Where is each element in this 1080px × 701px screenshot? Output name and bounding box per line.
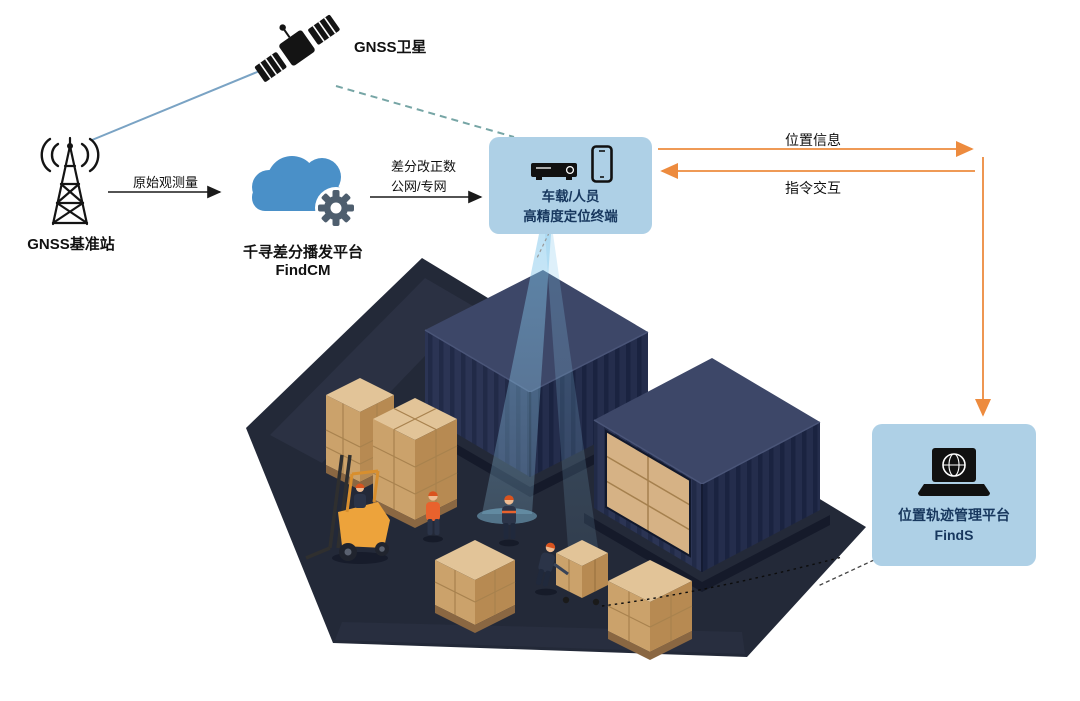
link-satellite-to-terminal (335, 85, 515, 138)
shipping-container-2 (584, 358, 830, 592)
cloud-platform-title: 千寻差分播发平台 (242, 244, 363, 261)
raw-observation-label: 原始观测量 (133, 175, 199, 190)
position-info-label: 位置信息 (785, 132, 841, 148)
platform-panel: 位置轨迹管理平台 FindS (872, 424, 1036, 566)
correction-label-line2: 公网/专网 (391, 179, 447, 194)
receiver-icon (530, 163, 577, 181)
base-station-icon (40, 136, 100, 226)
pallet-stack-tall (372, 398, 458, 528)
link-station-to-satellite (91, 69, 263, 141)
satellite-icon (254, 15, 340, 82)
satellite-label: GNSS卫星 (354, 39, 427, 56)
pallet-jack-load (556, 540, 608, 606)
link-position-info-arrow (658, 140, 992, 417)
pallet-right (607, 560, 693, 660)
worker-vest (423, 491, 443, 543)
platform-title: 位置轨迹管理平台 (898, 506, 1010, 523)
trajectory-dotted-line (601, 556, 843, 607)
command-interaction-label: 指令交互 (785, 180, 841, 196)
terminal-label-line1: 车载/人员 (541, 189, 600, 205)
terminal-label-line2: 高精度定位终端 (523, 209, 618, 224)
cloud-platform-icon (252, 156, 357, 229)
forklift (305, 454, 390, 564)
link-platform-to-scene (817, 559, 875, 587)
cloud-platform-subtitle: FindCM (275, 262, 331, 279)
positioning-beam (477, 234, 598, 548)
correction-label-line1: 差分改正数 (391, 159, 457, 174)
gear-icon (318, 190, 354, 226)
laptop-globe-icon (918, 447, 990, 496)
worker-pallet-jack (535, 542, 569, 596)
terminal-icons (529, 145, 613, 184)
terminal-panel: 车载/人员 高精度定位终端 (489, 137, 652, 234)
warehouse-scene (246, 234, 866, 660)
smartphone-icon (590, 145, 613, 184)
link-terminal-to-scene (536, 232, 550, 259)
base-station-label: GNSS基准站 (27, 236, 115, 253)
worker-standing (499, 495, 519, 547)
platform-subtitle: FindS (934, 527, 974, 543)
pallet-center (434, 540, 516, 633)
